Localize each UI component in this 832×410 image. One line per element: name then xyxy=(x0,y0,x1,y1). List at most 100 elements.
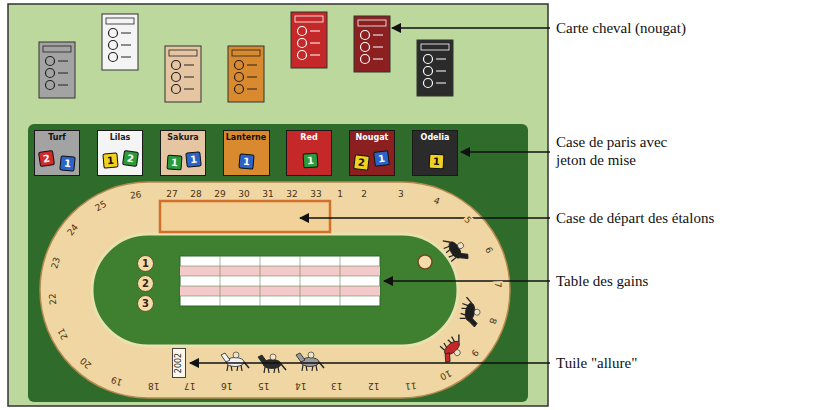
token-number: 1 xyxy=(377,152,385,165)
track-number: 15 xyxy=(257,381,270,391)
token-number: 1 xyxy=(242,155,250,168)
horse-card xyxy=(417,40,453,96)
card-pattern xyxy=(43,46,71,90)
table-rule xyxy=(260,256,261,306)
bet-token: 1 xyxy=(238,153,254,169)
token-number: 2 xyxy=(357,156,365,169)
horse-name: Sakura xyxy=(167,133,199,143)
pace-value: 2002 xyxy=(174,353,184,373)
callout-arrow xyxy=(392,27,550,29)
bet-token: 1 xyxy=(373,150,390,167)
track-number: 27 xyxy=(165,189,178,199)
callout-arrow xyxy=(384,280,550,282)
callout-label: Carte cheval (nougat) xyxy=(556,19,686,37)
track-number: 14 xyxy=(294,381,307,391)
place-number: 2 xyxy=(142,278,149,290)
bet-token: 1 xyxy=(302,152,318,168)
table-rule xyxy=(300,256,301,306)
horse-cards xyxy=(39,12,453,102)
bet-box: Odelia 1 xyxy=(412,130,458,176)
bet-box: Turf 21 xyxy=(34,130,80,176)
card-pattern xyxy=(232,50,260,94)
track-number: 12 xyxy=(367,381,380,391)
bet-box: Sakura 11 xyxy=(160,130,206,176)
track-number: 11 xyxy=(404,380,418,391)
track-number: 28 xyxy=(189,189,202,199)
card-pattern xyxy=(295,16,323,60)
callout-label: Tuile "allure" xyxy=(556,354,637,372)
bet-box: Lanterne 1 xyxy=(223,130,270,176)
card-pattern xyxy=(358,20,386,64)
bet-token: 1 xyxy=(59,155,75,171)
callout-label: Case de paris avec jeton de mise xyxy=(556,133,681,169)
bet-token: 2 xyxy=(38,150,55,167)
token-number: 1 xyxy=(189,153,197,166)
table-frame xyxy=(180,256,380,306)
horse-name: Lanterne xyxy=(226,133,267,143)
callout-label: Case de départ des étalons xyxy=(556,209,714,227)
horse-card xyxy=(165,46,201,102)
track-number: 2 xyxy=(360,189,368,199)
token-number: 2 xyxy=(42,152,51,165)
race-track xyxy=(40,182,510,398)
horse-figure xyxy=(435,332,469,365)
bet-token: 1 xyxy=(185,151,201,167)
card-pattern xyxy=(169,50,197,94)
table-rule xyxy=(180,266,380,267)
track-number: 29 xyxy=(213,189,226,199)
horse-name: Lilas xyxy=(110,133,131,143)
horse-name: Odelia xyxy=(421,133,450,143)
track-number: 31 xyxy=(261,189,274,199)
horse-figure xyxy=(221,352,249,371)
infield xyxy=(92,234,458,346)
place-number: 3 xyxy=(142,298,149,310)
table-rule xyxy=(180,276,380,277)
horse-card xyxy=(39,42,75,98)
token-number: 1 xyxy=(107,154,115,167)
callout-arrow xyxy=(461,151,550,153)
horse-figure xyxy=(296,352,324,371)
start-box xyxy=(160,201,330,232)
bet-box: Red 1 xyxy=(286,130,332,176)
card-pattern xyxy=(421,44,449,88)
track-number: 13 xyxy=(330,381,343,391)
track-number: 22 xyxy=(47,292,58,306)
bet-token: 2 xyxy=(122,150,139,167)
table-rule xyxy=(180,286,380,287)
pace-tile: 2002 xyxy=(172,348,186,378)
callout-label: Table des gains xyxy=(556,272,648,290)
table-rule xyxy=(220,256,221,306)
bet-token: 1 xyxy=(166,154,182,170)
place-number: 1 xyxy=(142,258,149,270)
place-marker: 2 xyxy=(137,275,154,292)
token-number: 1 xyxy=(433,155,441,167)
horse-name: Red xyxy=(300,133,317,143)
payout-table xyxy=(180,256,380,306)
place-marker: 3 xyxy=(137,295,154,312)
bet-box: Lilas 12 xyxy=(97,130,143,176)
track-number: 16 xyxy=(220,381,233,391)
track-number: 33 xyxy=(309,189,322,199)
track-number: 17 xyxy=(183,381,196,391)
token-number: 1 xyxy=(171,156,179,168)
table-rule xyxy=(180,296,380,297)
bet-box: Nougat21 xyxy=(349,130,395,176)
table-row xyxy=(180,286,380,296)
token-number: 2 xyxy=(126,152,135,165)
horse-name: Turf xyxy=(48,133,66,143)
bet-token: 1 xyxy=(429,154,445,170)
horse-card xyxy=(228,46,264,102)
horse-card xyxy=(102,14,138,70)
place-marker: 1 xyxy=(137,255,154,272)
callout-arrow xyxy=(300,217,550,219)
bet-token: 2 xyxy=(353,154,370,171)
track-number: 7 xyxy=(493,281,503,289)
bet-token: 1 xyxy=(102,152,118,168)
track-number: 18 xyxy=(147,381,160,391)
callout-arrow xyxy=(190,362,550,364)
board-frame xyxy=(28,124,528,402)
horse-figure xyxy=(459,297,483,328)
